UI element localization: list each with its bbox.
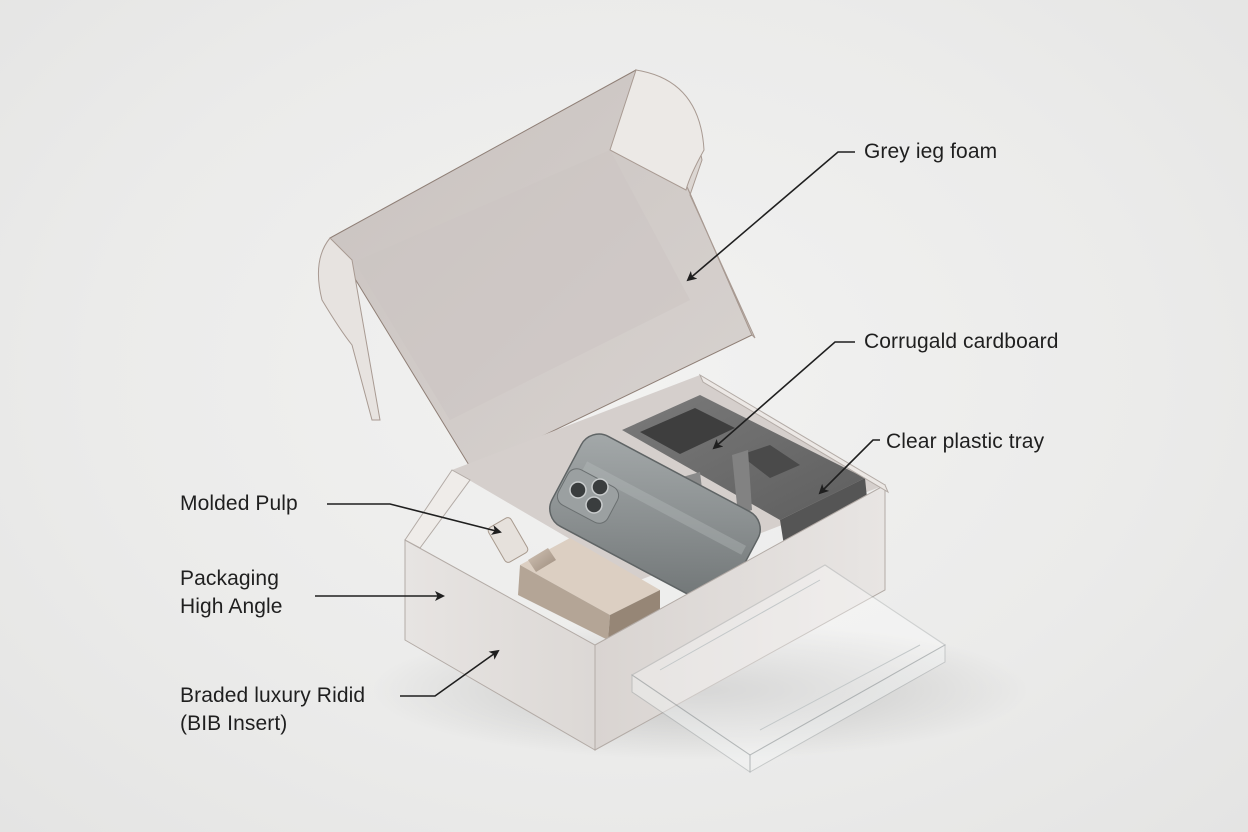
leader-rigid	[400, 649, 500, 697]
label-grey-foam: Grey ieg foam	[864, 140, 998, 163]
leader-molded-pulp	[327, 503, 502, 535]
leader-plastic-tray	[818, 439, 880, 495]
label-clear-plastic-tray: Clear plastic tray	[886, 430, 1045, 453]
label-corrugated-cardboard: Corrugald cardboard	[864, 330, 1059, 353]
box-rim-right	[698, 373, 890, 494]
leader-lines	[315, 151, 880, 697]
box-top-rim	[404, 469, 471, 549]
leader-grey-foam	[686, 151, 855, 282]
box-right-wall	[594, 484, 886, 751]
label-high-angle-line2: High Angle	[180, 595, 283, 618]
label-rigid-line2: (BIB Insert)	[180, 712, 288, 735]
clear-plastic-tray	[630, 564, 947, 773]
leader-corrugated	[712, 341, 855, 450]
box-lid	[317, 69, 756, 471]
label-packaging-high-angle: Packaging High Angle	[180, 565, 283, 621]
camera-module	[556, 468, 620, 524]
smartphone	[549, 433, 761, 605]
label-rigid-line1: Braded luxury Ridid	[180, 684, 366, 707]
label-molded-pulp: Molded Pulp	[180, 492, 298, 515]
label-high-angle-line1: Packaging	[180, 567, 279, 590]
label-rigid-insert: Braded luxury Ridid (BIB Insert)	[180, 682, 365, 738]
